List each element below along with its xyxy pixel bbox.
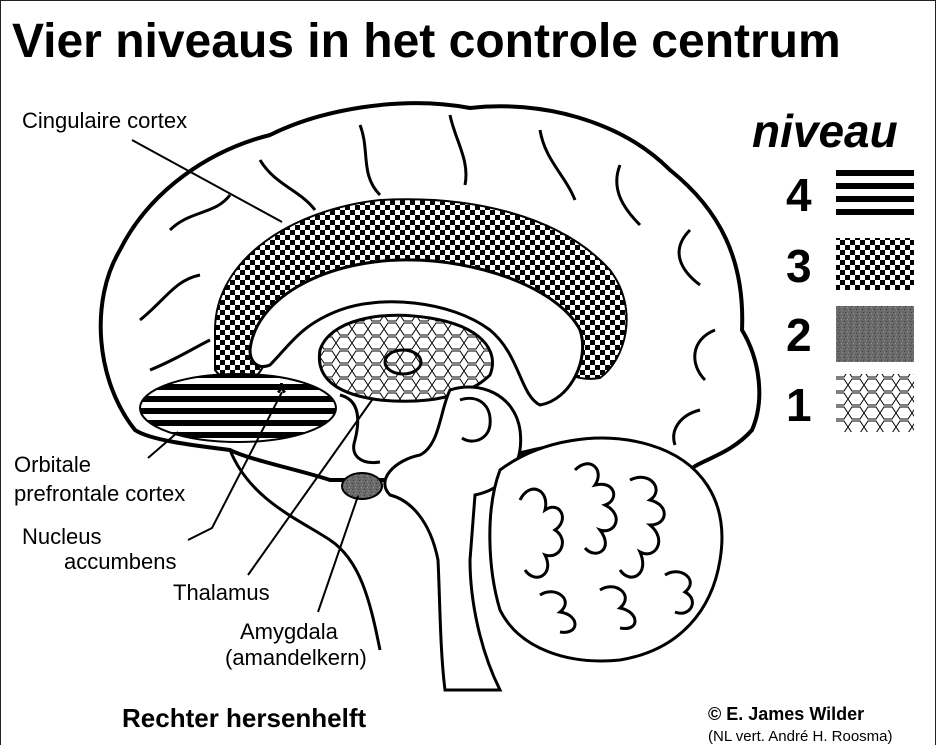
hemisphere-caption: Rechter hersenhelft — [122, 703, 366, 734]
legend-level-4-number: 4 — [786, 172, 812, 218]
label-thalamus: Thalamus — [173, 580, 270, 605]
legend-level-4-swatch — [836, 170, 914, 215]
label-orbital-line1: Orbitale — [14, 452, 91, 477]
label-nucleus-line2: accumbens — [64, 549, 177, 574]
label-nucleus-line1: Nucleus — [22, 524, 101, 549]
label-cingulate-cortex: Cingulaire cortex — [22, 108, 187, 133]
legend-level-1-number: 1 — [786, 382, 812, 428]
legend-heading: niveau — [752, 104, 898, 158]
legend-swatches — [836, 170, 914, 432]
author-credit: © E. James Wilder — [708, 704, 864, 725]
legend-level-3-swatch — [836, 238, 914, 290]
legend-level-3-number: 3 — [786, 243, 812, 289]
label-amygdala-line1: Amygdala — [240, 619, 338, 644]
orbitofrontal-region — [140, 374, 336, 442]
label-orbital-line2: prefrontale cortex — [14, 481, 185, 506]
translation-credit: (NL vert. André H. Roosma) — [708, 728, 893, 745]
label-amygdala-line2: (amandelkern) — [225, 645, 367, 670]
legend-level-2-number: 2 — [786, 312, 812, 358]
amygdala-region — [342, 473, 382, 499]
cerebellum — [490, 438, 722, 661]
legend-level-1-swatch — [836, 374, 914, 432]
legend-level-2-swatch — [836, 306, 914, 362]
